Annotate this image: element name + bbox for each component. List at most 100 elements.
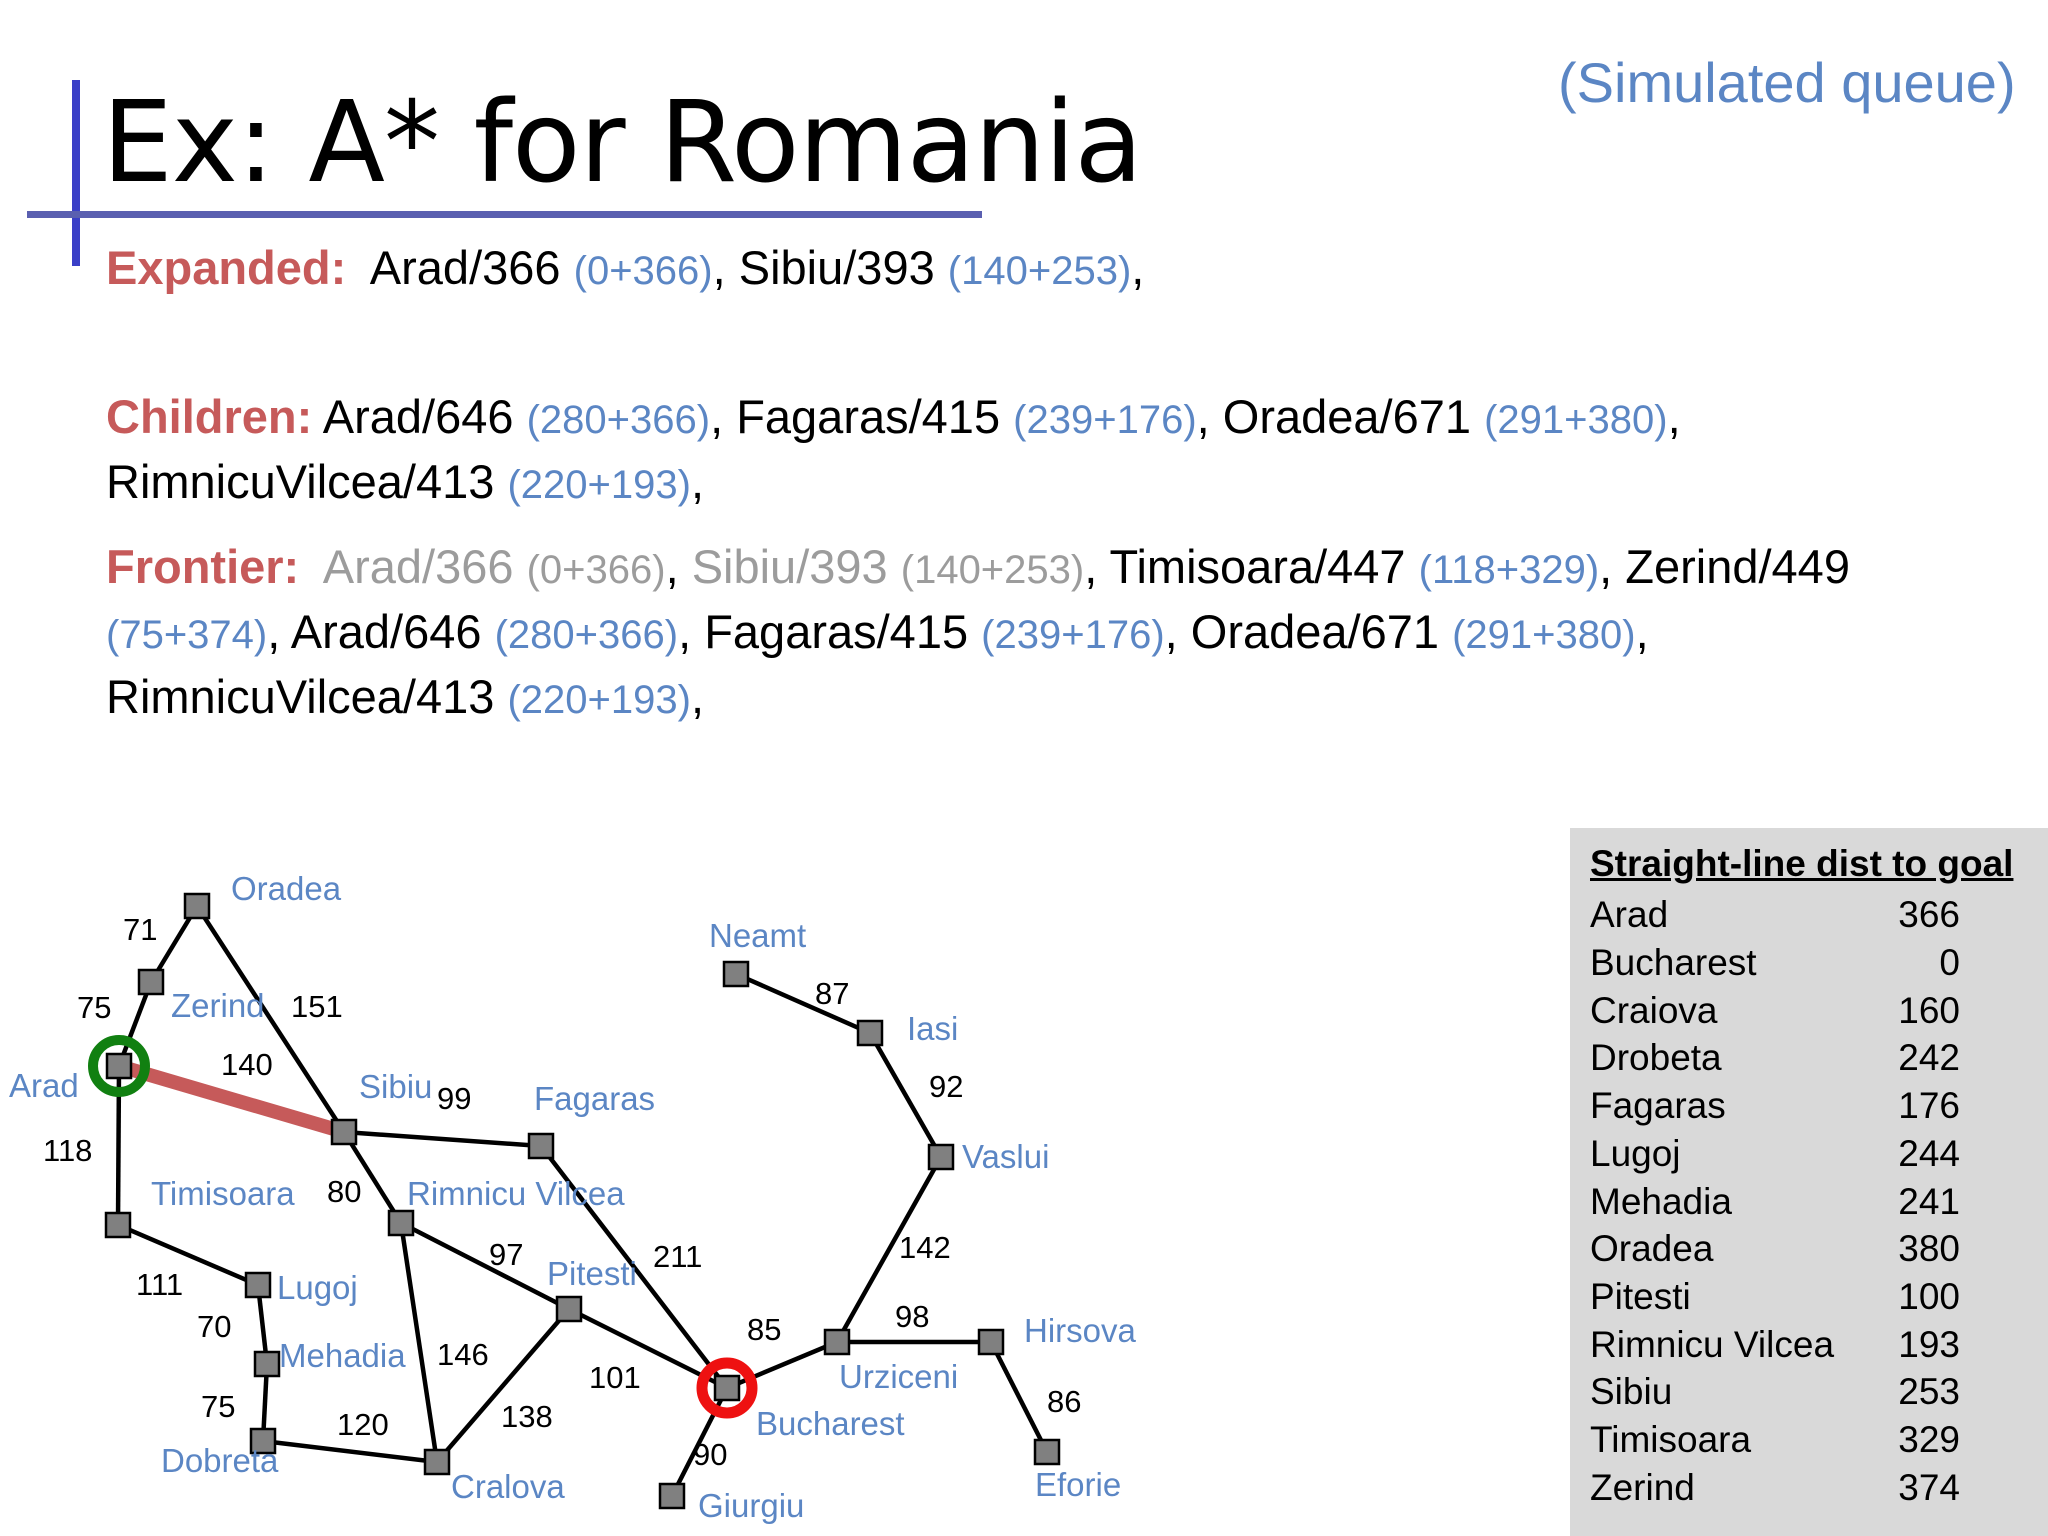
distance-label: 118 <box>43 1133 92 1168</box>
distance-label: 142 <box>899 1230 951 1265</box>
road-arad-sibiu-highlighted <box>117 1059 346 1139</box>
title-accent-vertical <box>72 80 80 266</box>
distance-label: 211 <box>653 1239 702 1274</box>
node-fagaras <box>527 1132 555 1160</box>
node-lugoj <box>244 1271 272 1299</box>
road-fagaras-bucharest <box>539 1144 729 1390</box>
road-dobreta-craiova <box>262 1438 438 1465</box>
node-oradea <box>183 892 211 920</box>
distance-label: 85 <box>747 1312 781 1347</box>
node-sibiu <box>330 1118 358 1146</box>
start-marker-ring <box>88 1035 150 1097</box>
node-eforie <box>1033 1438 1061 1466</box>
distance-label: 111 <box>136 1267 183 1302</box>
children-paragraph: Children: Arad/646 (280+366), Fagaras/41… <box>106 386 2006 516</box>
distance-label: 146 <box>437 1337 489 1372</box>
city-label-zerind: Zerind <box>171 987 265 1024</box>
frontier-item: Fagaras/415 (239+176), <box>704 605 1178 658</box>
expanded-item: Sibiu/393 (140+253), <box>738 241 1145 294</box>
frontier-item: Timisoara/447 (118+329), <box>1109 540 1613 593</box>
city-label-neamt: Neamt <box>709 917 806 954</box>
node-hirsova <box>977 1328 1005 1356</box>
distance-label: 140 <box>221 1047 273 1082</box>
city-label-lugoj: Lugoj <box>277 1269 358 1306</box>
road-oradea-sibiu <box>195 904 346 1134</box>
city-label-eforie: Eforie <box>1035 1466 1121 1503</box>
node-zerind <box>137 968 165 996</box>
slide-title: Ex: A* for Romania <box>102 78 1143 208</box>
children-item: RimnicuVilcea/413 (220+193), <box>106 455 705 508</box>
node-iasi <box>856 1019 884 1047</box>
children-item: Fagaras/415 (239+176), <box>736 390 1210 443</box>
expanded-line: Expanded: Arad/366 (0+366), Sibiu/393 (1… <box>106 237 2006 302</box>
city-label-craiova: Cralova <box>451 1468 565 1505</box>
distance-label: 90 <box>693 1437 727 1472</box>
city-labels: Oradea Zerind Arad Sibiu Fagaras Timisoa… <box>9 870 1137 1524</box>
node-bucharest <box>713 1374 741 1402</box>
sld-table-title: Straight-line dist to goal <box>1590 843 2014 884</box>
road-craiova-pitesti <box>435 1307 571 1464</box>
frontier-item: RimnicuVilcea/413 (220+193), <box>106 670 705 723</box>
distance-label: 138 <box>501 1399 553 1434</box>
city-label-dobreta: Dobreta <box>161 1442 279 1479</box>
city-label-vaslui: Vaslui <box>962 1138 1049 1175</box>
frontier-label: Frontier: <box>106 540 300 593</box>
frontier-item-removed: Arad/366 (0+366) <box>322 540 666 593</box>
frontier-item: Oradea/671 (291+380), <box>1190 605 1649 658</box>
romania-road-map: Oradea Zerind Arad Sibiu Fagaras Timisoa… <box>9 870 1137 1524</box>
road-rimnicu-craiova <box>398 1222 440 1463</box>
node-vaslui <box>927 1143 955 1171</box>
city-label-iasi: Iasi <box>907 1010 958 1047</box>
distance-label: 80 <box>327 1174 361 1209</box>
distance-label: 98 <box>895 1299 929 1334</box>
frontier-item-removed: Sibiu/393 (140+253) <box>691 540 1085 593</box>
node-giurgiu <box>658 1482 686 1510</box>
node-rimnicu <box>387 1209 415 1237</box>
city-label-timisoara: Timisoara <box>151 1175 295 1212</box>
road-vaslui-iasi <box>868 1031 943 1159</box>
node-craiova <box>423 1448 451 1476</box>
city-nodes <box>104 892 1061 1510</box>
node-neamt <box>722 960 750 988</box>
expanded-item: Arad/366 (0+366), <box>369 241 726 294</box>
distance-label: 75 <box>201 1389 235 1424</box>
node-timisoara <box>104 1211 132 1239</box>
city-label-oradea: Oradea <box>231 870 342 907</box>
distance-label: 92 <box>929 1069 963 1104</box>
node-mehadia <box>253 1350 281 1378</box>
goal-marker-ring <box>696 1357 758 1419</box>
distance-label: 99 <box>437 1081 471 1116</box>
road-rimnicu-pitesti <box>399 1220 571 1312</box>
distance-label: 75 <box>77 990 111 1025</box>
frontier-item: Arad/646 (280+366), <box>290 605 692 658</box>
road-iasi-neamt <box>735 971 871 1036</box>
road-sibiu-fagaras <box>343 1129 542 1149</box>
node-urziceni <box>823 1328 851 1356</box>
city-label-hirsova: Hirsova <box>1024 1312 1137 1349</box>
distance-label: 120 <box>337 1407 389 1442</box>
distance-label: 151 <box>291 989 343 1024</box>
distance-label: 70 <box>197 1309 231 1344</box>
distance-label: 101 <box>589 1360 641 1395</box>
city-label-mehadia: Mehadia <box>279 1337 406 1374</box>
distance-label: 87 <box>815 976 849 1011</box>
city-label-urziceni: Urziceni <box>839 1358 958 1395</box>
children-label: Children: <box>106 390 313 443</box>
expanded-label: Expanded: <box>106 241 347 294</box>
city-label-giurgiu: Giurgiu <box>698 1487 804 1524</box>
road-hirsova-eforie <box>988 1340 1050 1454</box>
children-item: Oradea/671 (291+380), <box>1222 390 1681 443</box>
distance-label: 97 <box>489 1237 523 1272</box>
city-label-bucharest: Bucharest <box>756 1405 905 1442</box>
city-label-rimnicu: Rimnicu Vilcea <box>407 1175 625 1212</box>
